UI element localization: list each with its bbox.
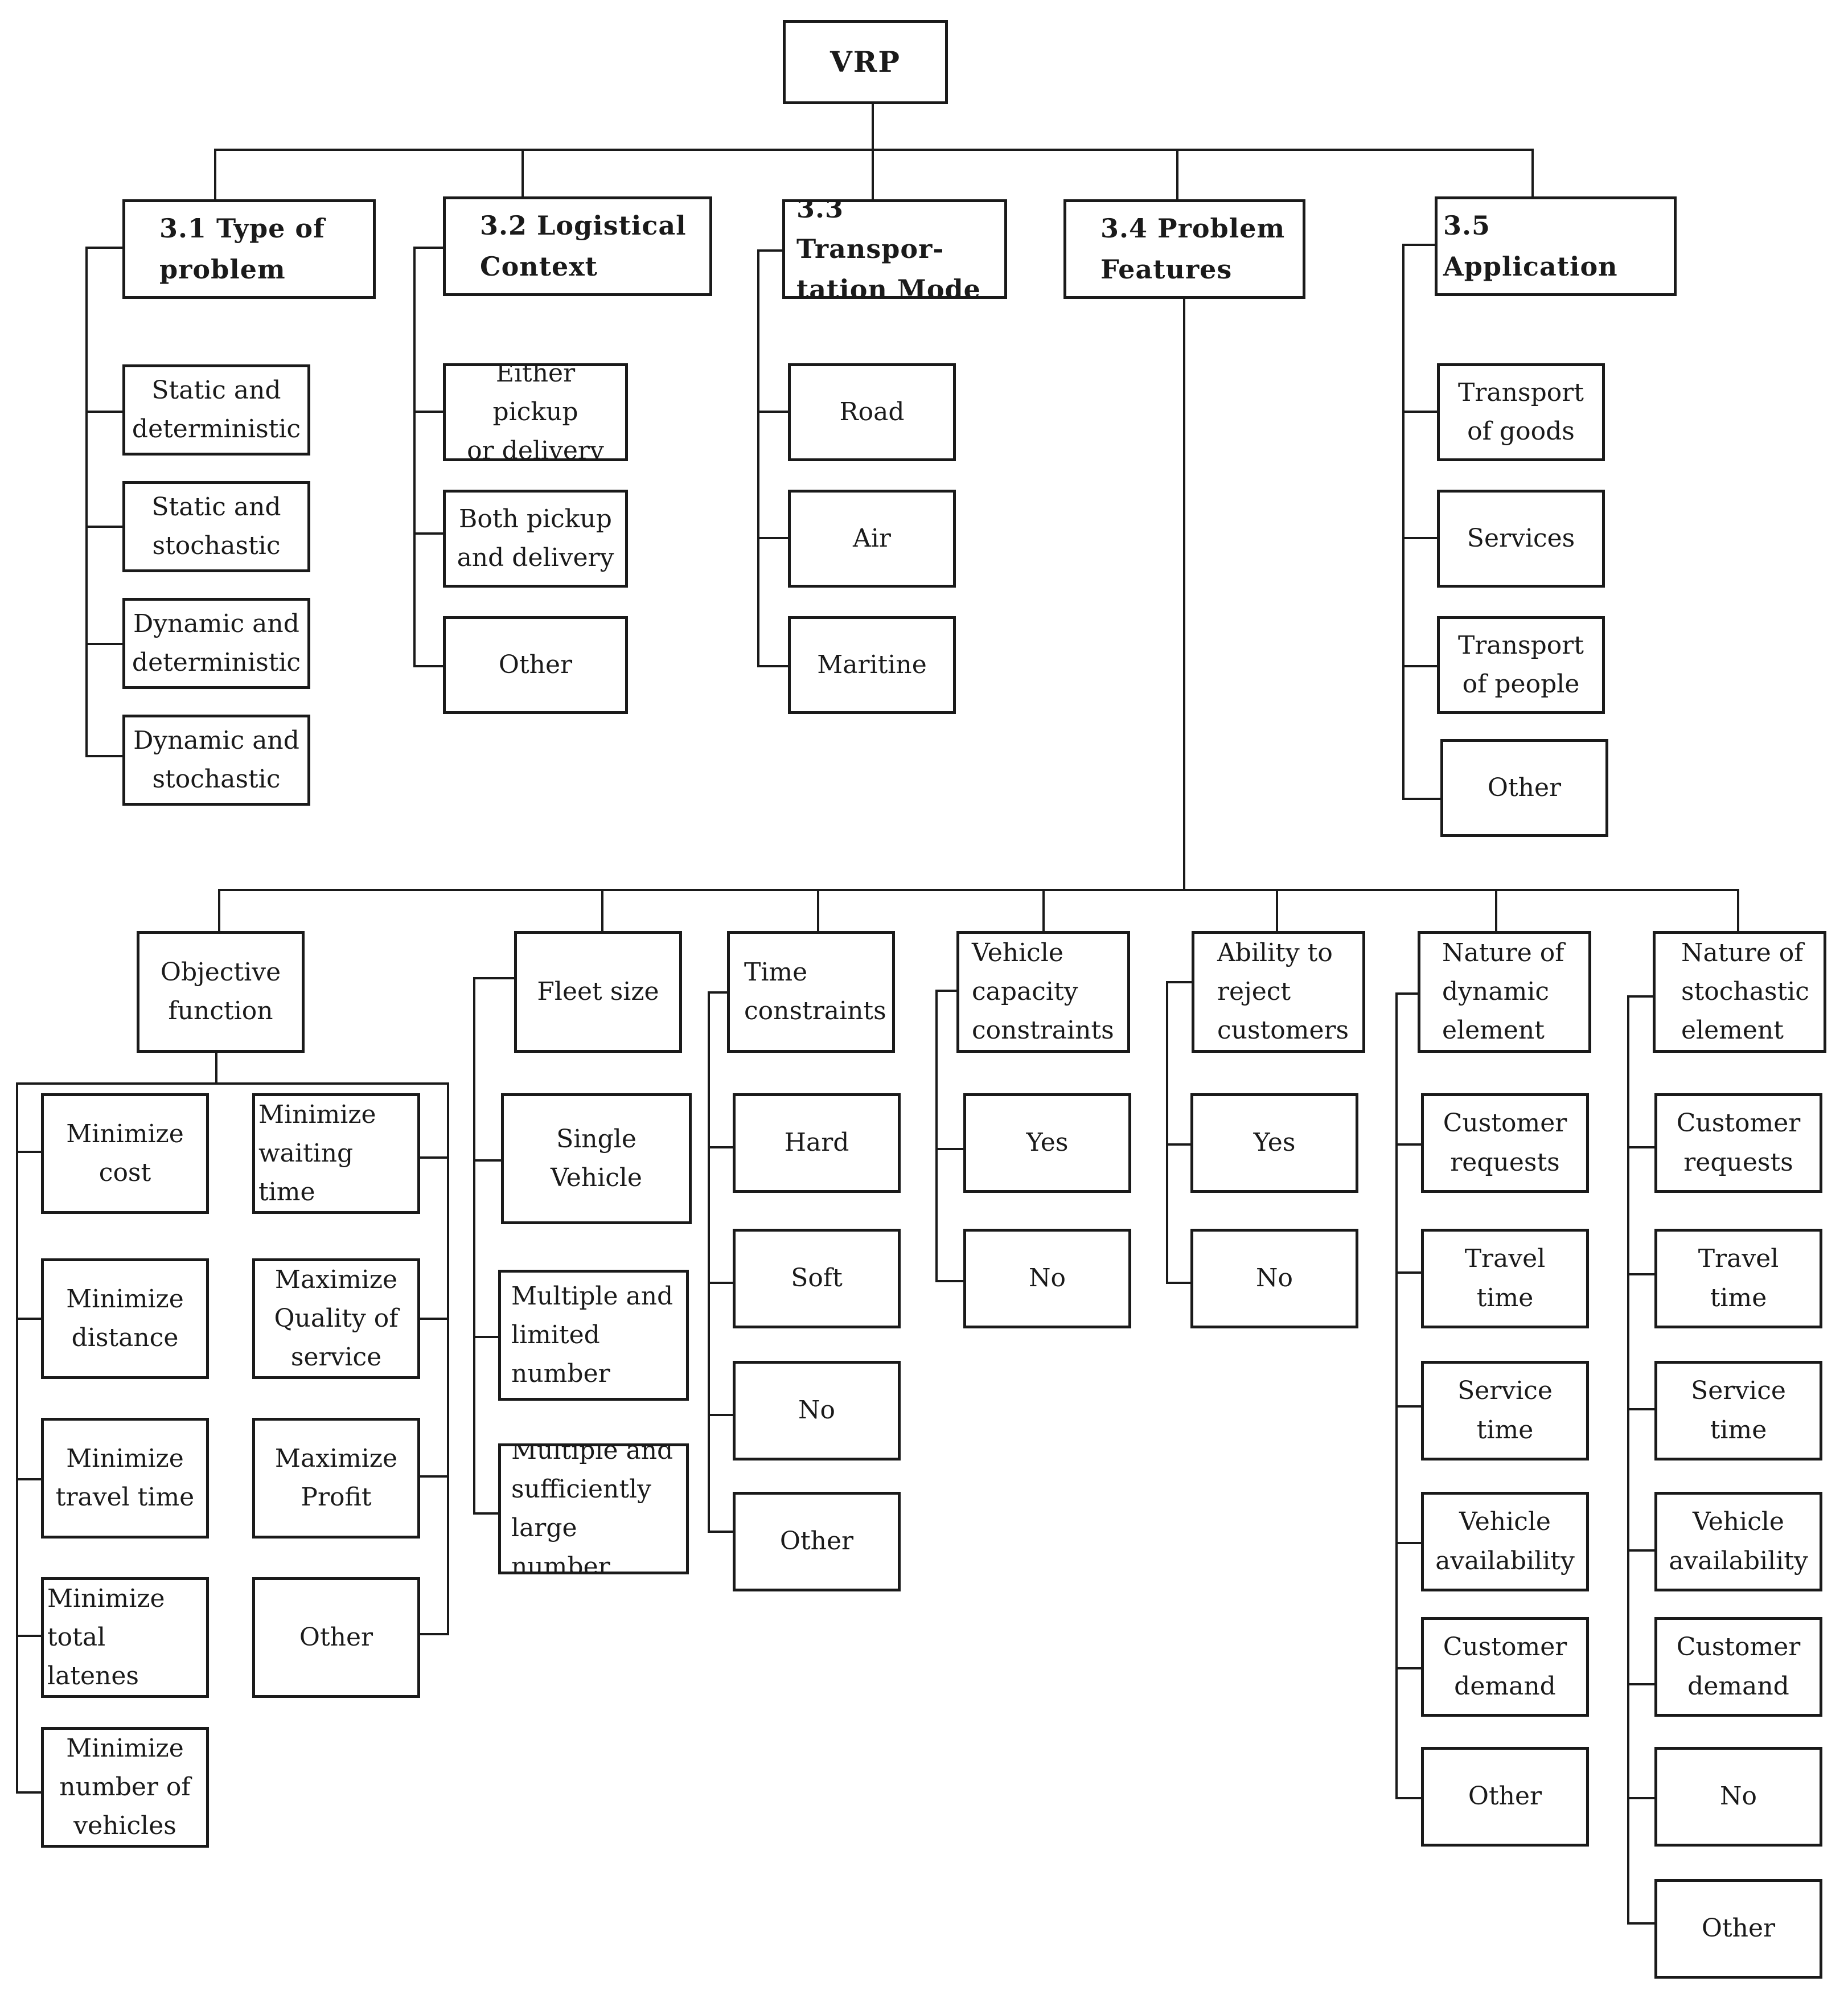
feature-vehicle-capacity-constraints: Vehicle capacity constraints: [956, 931, 1130, 1053]
time-hard: Hard: [733, 1093, 901, 1193]
type-static-stochastic: Static and stochastic: [122, 481, 310, 572]
feature-nature-of-stochastic-element: Nature of stochastic element: [1653, 931, 1826, 1053]
mode-air: Air: [788, 490, 956, 588]
application-transport-of-goods: Transport of goods: [1437, 363, 1605, 461]
mode-maritine: Maritine: [788, 616, 956, 714]
objective-minimize-travel-time: Minimize travel time: [41, 1418, 209, 1538]
feature-ability-to-reject-customers: Ability to reject customers: [1192, 931, 1365, 1053]
time-no: No: [733, 1361, 901, 1460]
objective-minimize-distance: Minimize distance: [41, 1258, 209, 1379]
dynamic-vehicle-availability: Vehicle availability: [1421, 1492, 1589, 1591]
fleet-multiple-limited-number: Multiple and limited number: [498, 1270, 689, 1401]
category-transportation-mode: 3.3 Transpor- tation Mode: [782, 199, 1007, 299]
type-dynamic-deterministic: Dynamic and deterministic: [122, 598, 310, 689]
context-both-pickup-and-delivery: Both pickup and delivery: [443, 490, 628, 588]
category-logistical-context: 3.2 Logistical Context: [443, 196, 712, 296]
context-other: Other: [443, 616, 628, 714]
objective-maximize-quality-of-service: Maximize Quality of service: [252, 1258, 420, 1379]
mode-road: Road: [788, 363, 956, 461]
objective-other: Other: [252, 1577, 420, 1698]
stochastic-other: Other: [1654, 1879, 1822, 1979]
dynamic-customer-requests: Customer requests: [1421, 1093, 1589, 1193]
stochastic-travel-time: Travel time: [1654, 1229, 1822, 1328]
stochastic-customer-demand: Customer demand: [1654, 1617, 1822, 1717]
stochastic-vehicle-availability: Vehicle availability: [1654, 1492, 1822, 1591]
stochastic-customer-requests: Customer requests: [1654, 1093, 1822, 1193]
application-other: Other: [1440, 739, 1608, 837]
feature-fleet-size: Fleet size: [514, 931, 682, 1053]
fleet-single-vehicle: Single Vehicle: [501, 1093, 692, 1224]
category-problem-features: 3.4 Problem Features: [1063, 199, 1305, 299]
feature-objective-function: Objective function: [137, 931, 305, 1053]
application-services: Services: [1437, 490, 1605, 588]
dynamic-service-time: Service time: [1421, 1361, 1589, 1460]
stochastic-service-time: Service time: [1654, 1361, 1822, 1460]
reject-no: No: [1190, 1229, 1358, 1328]
type-dynamic-stochastic: Dynamic and stochastic: [122, 715, 310, 806]
fleet-multiple-sufficiently-large-number: Multiple and sufficiently large number: [498, 1443, 689, 1574]
dynamic-travel-time: Travel time: [1421, 1229, 1589, 1328]
reject-yes: Yes: [1190, 1093, 1358, 1193]
type-static-deterministic: Static and deterministic: [122, 364, 310, 456]
category-type-of-problem: 3.1 Type of problem: [122, 199, 376, 299]
capacity-no: No: [963, 1229, 1131, 1328]
objective-minimize-waiting-time: Minimize waiting time: [252, 1093, 420, 1214]
category-application: 3.5 Application: [1435, 196, 1677, 296]
feature-time-constraints: Time constraints: [727, 931, 895, 1053]
objective-minimize-number-of-vehicles: Minimize number of vehicles: [41, 1727, 209, 1848]
objective-minimize-cost: Minimize cost: [41, 1093, 209, 1214]
dynamic-customer-demand: Customer demand: [1421, 1617, 1589, 1717]
stochastic-no: No: [1654, 1747, 1822, 1847]
feature-nature-of-dynamic-element: Nature of dynamic element: [1418, 931, 1591, 1053]
context-either-pickup-or-delivery: Either pickup or delivery: [443, 363, 628, 461]
root-node: VRP: [783, 20, 948, 104]
application-transport-of-people: Transport of people: [1437, 616, 1605, 714]
time-soft: Soft: [733, 1229, 901, 1328]
objective-minimize-total-lateness: Minimize total latenes: [41, 1577, 209, 1698]
objective-maximize-profit: Maximize Profit: [252, 1418, 420, 1538]
capacity-yes: Yes: [963, 1093, 1131, 1193]
time-other: Other: [733, 1492, 901, 1591]
dynamic-other: Other: [1421, 1747, 1589, 1847]
